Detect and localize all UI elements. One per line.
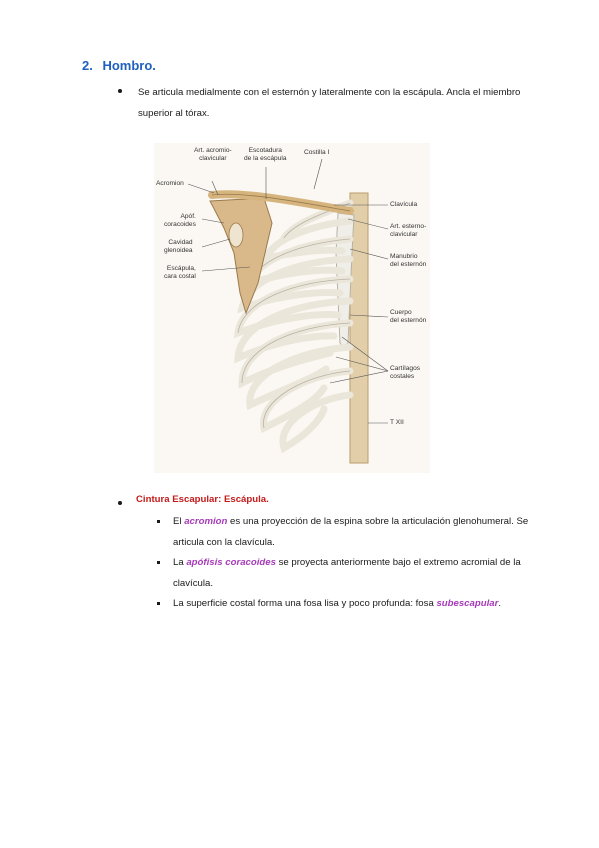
label-art-acromio: Art. acromio- clavicular	[194, 147, 232, 162]
label-apof: Apóf. coracoides	[164, 213, 196, 228]
list-item: La superficie costal forma una fosa lisa…	[173, 593, 543, 614]
term-apofisis: apófisis coracoides	[186, 557, 276, 568]
label-costilla: Costilla I	[304, 149, 330, 156]
item-text: La	[173, 557, 187, 568]
label-cuerpo: Cuerpo del esternón	[390, 309, 427, 324]
term-acromion: acromion	[184, 516, 228, 527]
label-escotadura: Escotadura de la escápula	[244, 147, 287, 162]
label-acromion: Acromion	[156, 180, 184, 187]
shoulder-anatomy-figure: Art. acromio- clavicular Escotadura de l…	[154, 143, 430, 473]
square-bullet	[157, 602, 160, 605]
section-number: 2.	[82, 58, 93, 73]
term-subescapular: subescapular	[436, 598, 499, 609]
bullet-dot	[118, 501, 122, 505]
bullet-dot	[118, 89, 122, 93]
item-text: .	[498, 598, 501, 609]
item-text: es una proyección de la espina sobre la …	[173, 516, 529, 548]
item-text: La superficie costal forma una fosa lisa…	[173, 598, 437, 609]
label-art-esterno: Art. esterno- clavicular	[390, 223, 427, 238]
list-item: La apófisis coracoides se proyecta anter…	[173, 552, 543, 594]
label-cartilagos: Cartílagos costales	[390, 365, 421, 380]
label-cavidad: Cavidad glenoidea	[164, 239, 193, 254]
square-bullet	[157, 520, 160, 523]
intro-paragraph: Se articula medialmente con el esternón …	[138, 87, 521, 119]
item-text: El	[173, 516, 185, 527]
section-heading: 2. Hombro.	[82, 58, 156, 73]
section-title: Hombro.	[102, 58, 156, 73]
rib-cage-illustration	[187, 158, 389, 464]
label-escapula: Escápula, cara costal	[164, 265, 196, 280]
square-bullet	[157, 561, 160, 564]
item-text: se proyecta anteriormente bajo el extrem…	[173, 557, 521, 589]
label-txii: T XII	[390, 419, 404, 426]
list-item: El acromion es una proyección de la espi…	[173, 511, 543, 553]
subsection-title: Cintura Escapular: Escápula.	[136, 494, 269, 505]
label-clavicula: Clavícula	[390, 201, 418, 208]
label-manubrio: Manubrio del esternón	[390, 253, 427, 268]
